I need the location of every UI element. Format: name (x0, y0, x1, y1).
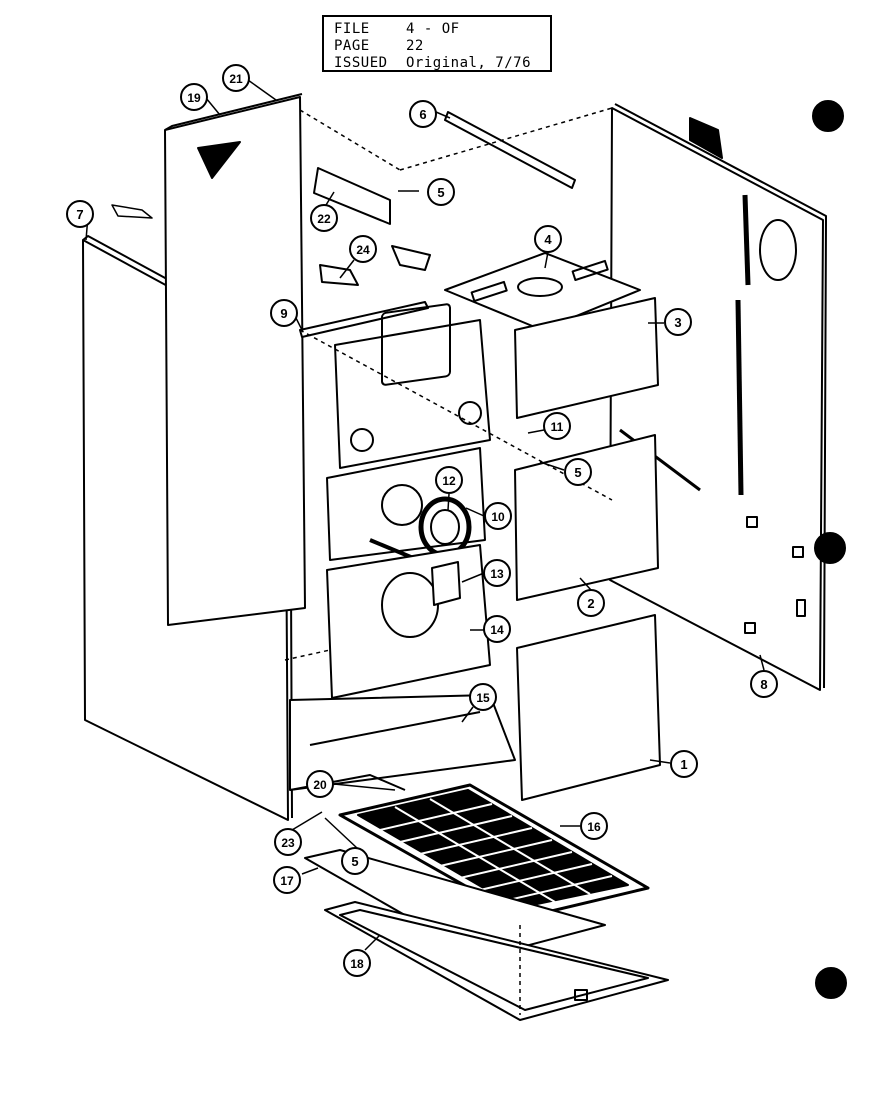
issued-value: Original, 7/76 (406, 55, 532, 71)
callout-7: 7 (66, 200, 94, 228)
svg-text:11: 11 (551, 420, 564, 434)
svg-text:14: 14 (490, 623, 504, 637)
callout-14: 14 (483, 615, 511, 643)
svg-text:13: 13 (490, 567, 504, 581)
callout-20: 20 (306, 770, 334, 798)
svg-text:9: 9 (280, 306, 287, 321)
callout-2: 2 (577, 589, 605, 617)
callout-24: 24 (349, 235, 377, 263)
svg-text:7: 7 (76, 207, 83, 222)
file-value: 4 - OF (406, 21, 460, 37)
callout-22: 22 (310, 204, 338, 232)
svg-text:5: 5 (351, 854, 358, 869)
callout-23: 23 (274, 828, 302, 856)
svg-text:16: 16 (587, 820, 601, 834)
svg-text:5: 5 (574, 465, 581, 480)
callout-21: 21 (222, 64, 250, 92)
callout-19: 19 (180, 83, 208, 111)
right-side-panel (609, 103, 827, 691)
callout-5-top: 5 (427, 178, 455, 206)
svg-text:21: 21 (229, 72, 243, 86)
page-row: PAGE 22 (334, 38, 424, 54)
svg-text:8: 8 (760, 677, 767, 692)
upper-inner-panel (334, 303, 491, 469)
leader-lines (85, 79, 765, 951)
callout-8: 8 (750, 670, 778, 698)
bottom-frame (324, 901, 669, 1021)
svg-text:10: 10 (491, 510, 505, 524)
callout-18: 18 (343, 949, 371, 977)
registration-mark-bottom (815, 967, 847, 999)
lower-inner-panel (326, 544, 491, 699)
svg-text:18: 18 (350, 957, 364, 971)
door-panel-1 (516, 614, 661, 801)
svg-text:20: 20 (313, 778, 327, 792)
svg-text:2: 2 (587, 596, 594, 611)
file-row: FILE 4 - OF (334, 21, 460, 37)
svg-text:15: 15 (476, 691, 490, 705)
callout-6: 6 (409, 100, 437, 128)
svg-text:22: 22 (317, 212, 331, 226)
svg-text:6: 6 (419, 107, 426, 122)
file-label: FILE (334, 21, 370, 37)
callout-3: 3 (664, 308, 692, 336)
callout-15: 15 (469, 683, 497, 711)
callout-5-middle: 5 (564, 458, 592, 486)
bracket-24a (319, 264, 359, 286)
top-cover (444, 252, 641, 331)
registration-mark-middle (814, 532, 846, 564)
registration-mark-top (812, 100, 844, 132)
svg-text:12: 12 (442, 474, 456, 488)
issued-row: ISSUED Original, 7/76 (334, 55, 531, 71)
callout-5-bottom: 5 (341, 847, 369, 875)
svg-text:17: 17 (280, 874, 294, 888)
door-panel-3 (514, 297, 659, 419)
filter-grid (379, 798, 613, 903)
top-rail (444, 111, 576, 189)
back-panel (164, 93, 306, 626)
callout-10: 10 (484, 502, 512, 530)
callout-12: 12 (435, 466, 463, 494)
svg-text:4: 4 (544, 232, 552, 247)
bracket-24b (391, 245, 431, 271)
page-label: PAGE (334, 38, 370, 54)
callout-17: 17 (273, 866, 301, 894)
svg-text:24: 24 (356, 243, 370, 257)
door-panel-2 (514, 434, 659, 601)
callout-13: 13 (483, 559, 511, 587)
svg-text:3: 3 (674, 315, 681, 330)
svg-text:1: 1 (680, 757, 687, 772)
svg-text:19: 19 (187, 91, 201, 105)
issued-label: ISSUED (334, 55, 388, 71)
assembly-lines (284, 107, 613, 1015)
callout-9: 9 (270, 299, 298, 327)
svg-text:5: 5 (437, 185, 444, 200)
svg-text:23: 23 (281, 836, 295, 850)
callout-markers: 1 2 3 4 5 5 5 6 7 8 9 10 11 12 13 14 15 … (66, 64, 778, 977)
title-block: FILE 4 - OF PAGE 22 ISSUED Original, 7/76 (322, 15, 552, 72)
base-tray (289, 694, 516, 791)
callout-16: 16 (580, 812, 608, 840)
callout-4: 4 (534, 225, 562, 253)
callout-11: 11 (543, 412, 571, 440)
page-value: 22 (406, 38, 424, 54)
left-side-bracket (111, 204, 153, 219)
bracket-22 (313, 167, 391, 225)
callout-1: 1 (670, 750, 698, 778)
